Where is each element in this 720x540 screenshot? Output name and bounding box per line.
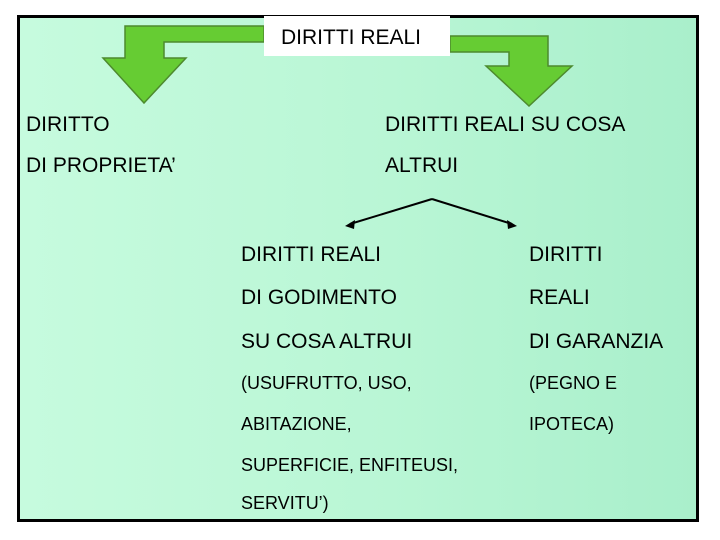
slide-frame (17, 15, 699, 522)
left-branch-line2: DI PROPRIETA’ (26, 154, 176, 177)
right-branch-line2: ALTRUI (385, 154, 459, 177)
diagram-title: DIRITTI REALI (281, 26, 422, 49)
arrow-down-right-icon (449, 35, 574, 108)
garanzia-line3: DI GARANZIA (529, 330, 664, 353)
title-box (264, 16, 450, 56)
garanzia-line1: DIRITTI (529, 243, 603, 266)
godimento-line6: SUPERFICIE, ENFITEUSI, (241, 455, 459, 475)
godimento-line1: DIRITTI REALI (241, 243, 382, 266)
godimento-line7: SERVITU’) (241, 493, 329, 513)
godimento-line5: ABITAZIONE, (241, 414, 352, 434)
right-branch-line1: DIRITTI REALI SU COSA (385, 113, 626, 136)
branch-connector-icon (345, 198, 517, 229)
left-branch-line1: DIRITTO (26, 113, 110, 136)
godimento-line4: (USUFRUTTO, USO, (241, 373, 412, 393)
garanzia-line5: IPOTECA) (529, 414, 615, 434)
godimento-line3: SU COSA ALTRUI (241, 330, 413, 353)
godimento-line2: DI GODIMENTO (241, 286, 397, 309)
garanzia-line4: (PEGNO E (529, 373, 618, 393)
garanzia-line2: REALI (529, 286, 590, 309)
arrow-down-left-icon (101, 25, 265, 105)
